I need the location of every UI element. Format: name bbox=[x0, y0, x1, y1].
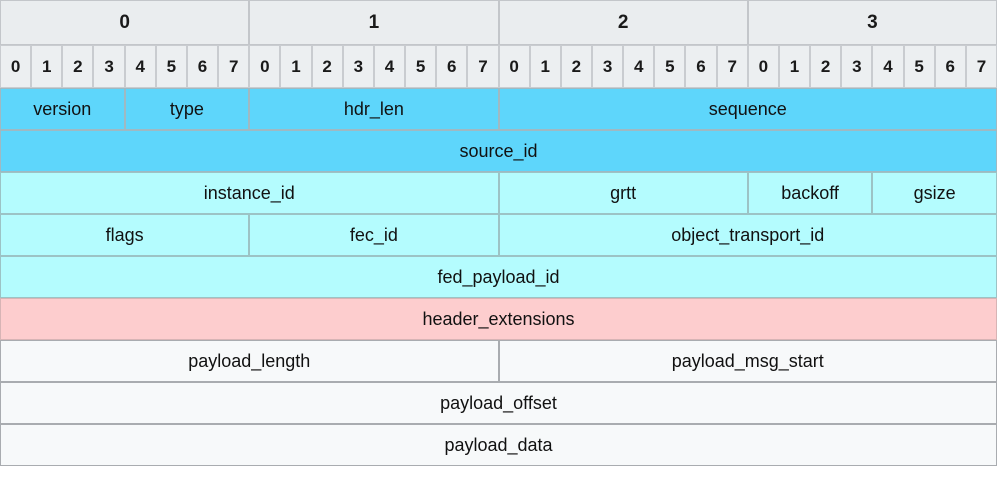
bit-offset-label: 5 bbox=[654, 45, 686, 88]
packet-field-type: type bbox=[124, 88, 250, 130]
packet-field-payload-msg-start: payload_msg_start bbox=[498, 340, 997, 382]
bit-offset-label: 3 bbox=[591, 45, 624, 88]
bit-offset-label: 4 bbox=[124, 45, 156, 88]
packet-field-fed-payload-id: fed_payload_id bbox=[0, 256, 997, 298]
bit-offset-label: 6 bbox=[934, 45, 966, 88]
bit-offset-label: 2 bbox=[810, 45, 842, 88]
bit-offset-label: 7 bbox=[467, 45, 499, 88]
packet-field-instance-id: instance_id bbox=[0, 172, 499, 214]
packet-field-payload-length: payload_length bbox=[0, 340, 499, 382]
bit-offset-label: 0 bbox=[249, 45, 281, 88]
packet-field-payload-offset: payload_offset bbox=[0, 382, 997, 424]
bit-offset-label: 4 bbox=[623, 45, 655, 88]
packet-field-grtt: grtt bbox=[498, 172, 748, 214]
bit-offset-label: 0 bbox=[0, 45, 32, 88]
bit-offset-label: 3 bbox=[841, 45, 873, 88]
bit-offset-label: 7 bbox=[716, 45, 748, 88]
packet-field-backoff: backoff bbox=[747, 172, 873, 214]
bit-offset-label: 5 bbox=[903, 45, 935, 88]
bit-offset-label: 6 bbox=[685, 45, 717, 88]
byte-offset-label: 3 bbox=[747, 0, 997, 45]
packet-field-hdr-len: hdr_len bbox=[249, 88, 499, 130]
bit-offset-label: 0 bbox=[747, 45, 779, 88]
bit-offset-label: 2 bbox=[62, 45, 94, 88]
packet-field-header-extensions: header_extensions bbox=[0, 298, 997, 340]
packet-field-row: header_extensions bbox=[0, 298, 997, 340]
packet-field-sequence: sequence bbox=[498, 88, 997, 130]
bit-offset-label: 0 bbox=[498, 45, 530, 88]
packet-field-version: version bbox=[0, 88, 125, 130]
packet-field-row: fed_payload_id bbox=[0, 256, 997, 298]
byte-offset-label: 2 bbox=[498, 0, 748, 45]
bit-offset-label: 1 bbox=[31, 45, 63, 88]
packet-field-row: payload_offset bbox=[0, 382, 997, 424]
packet-field-payload-data: payload_data bbox=[0, 424, 997, 466]
bit-offset-label: 1 bbox=[280, 45, 312, 88]
bit-offset-label: 5 bbox=[405, 45, 437, 88]
packet-field-gsize: gsize bbox=[872, 172, 997, 214]
bit-offset-label: 3 bbox=[93, 45, 125, 88]
bit-offset-label: 2 bbox=[311, 45, 343, 88]
bit-offset-label: 7 bbox=[218, 45, 250, 88]
bit-offset-label: 5 bbox=[155, 45, 187, 88]
packet-field-row: payload_data bbox=[0, 424, 997, 466]
bit-offset-label: 2 bbox=[560, 45, 592, 88]
bit-offset-label: 7 bbox=[965, 45, 997, 88]
packet-field-source-id: source_id bbox=[0, 130, 997, 172]
byte-offset-label: 1 bbox=[249, 0, 499, 45]
bit-offset-label: 1 bbox=[778, 45, 811, 88]
bit-offset-label: 1 bbox=[529, 45, 561, 88]
byte-offset-label: 0 bbox=[0, 0, 250, 45]
packet-field-flags: flags bbox=[0, 214, 250, 256]
bit-offset-label: 4 bbox=[872, 45, 904, 88]
packet-field-object-transport-id: object_transport_id bbox=[498, 214, 997, 256]
bit-offset-label: 6 bbox=[186, 45, 219, 88]
bit-offset-label: 3 bbox=[342, 45, 374, 88]
bit-offset-label: 4 bbox=[373, 45, 406, 88]
packet-field-row: source_id bbox=[0, 130, 997, 172]
packet-field-fec-id: fec_id bbox=[249, 214, 499, 256]
bit-offset-label: 6 bbox=[436, 45, 468, 88]
